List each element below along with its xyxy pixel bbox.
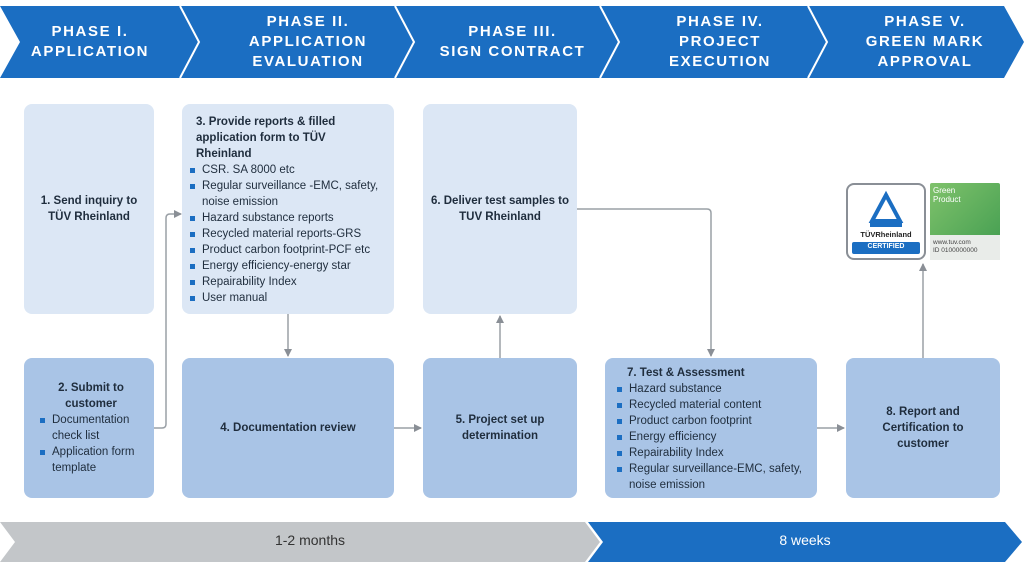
step-7-item: Regular surveillance-EMC, safety, noise … <box>615 461 809 493</box>
phase-5-label: PHASE V. GREEN MARK APPROVAL <box>830 12 1020 72</box>
step-6-title: 6. Deliver test samples to TUV Rheinland <box>430 195 570 223</box>
phase-3-line2: SIGN CONTRACT <box>439 43 586 60</box>
phase-2-line3: EVALUATION <box>252 53 364 70</box>
step-2-item: Application form template <box>38 444 144 476</box>
phase-2-line2: APPLICATION <box>248 33 368 50</box>
timeline-phase-4-5: 8 weeks <box>779 532 831 548</box>
badge-web: www.tuv.com <box>933 239 971 246</box>
step-3-item: Recycled material reports-GRS <box>188 226 386 242</box>
step-3-item: Repairability Index <box>188 274 386 290</box>
tuv-logo: TÜVRheinland CERTIFIED <box>846 183 926 260</box>
badge-green-line2: Product <box>933 195 961 204</box>
phase-5-line1: PHASE V. <box>884 13 966 30</box>
badge-green-line1: Green <box>933 186 956 195</box>
phase-5-line3: APPROVAL <box>877 53 973 70</box>
badge-certified: CERTIFIED <box>867 243 905 250</box>
step-6-box: 6. Deliver test samples to TUV Rheinland <box>423 104 577 314</box>
step-3-item: Product carbon footprint-PCF etc <box>188 242 386 258</box>
step-7-title: 7. Test & Assessment <box>627 367 745 379</box>
step-2-box: 2. Submit to customer Documentation chec… <box>24 358 154 498</box>
step-2-item: Documentation check list <box>38 412 144 444</box>
triangle-logo-icon <box>852 190 920 254</box>
phase-1-label: PHASE I. APPLICATION <box>15 22 165 62</box>
phase-4-line3: EXECUTION <box>669 53 771 70</box>
step-5-title: 5. Project set up determination <box>455 414 545 442</box>
step-7-list: Hazard substance Recycled material conte… <box>615 381 809 493</box>
phase-4-line2: PROJECT <box>678 33 762 50</box>
step-3-item: Hazard substance reports <box>188 210 386 226</box>
step-2-title: 2. Submit to customer <box>58 382 124 410</box>
phase-2-label: PHASE II. APPLICATION EVALUATION <box>213 12 403 72</box>
phase-3-label: PHASE III. SIGN CONTRACT <box>420 22 605 62</box>
badge-id: ID 0100000000 <box>933 247 978 254</box>
step-3-item: Energy efficiency-energy star <box>188 258 386 274</box>
step-8-box: 8. Report and Certification to customer <box>846 358 1000 498</box>
phase-4-label: PHASE IV. PROJECT EXECUTION <box>625 12 815 72</box>
phase-2-line1: PHASE II. <box>266 13 350 30</box>
step-2-list: Documentation check list Application for… <box>38 412 144 476</box>
green-product-label: Green Product www.tuv.com ID 0100000000 <box>930 183 1000 260</box>
badge-brand: TÜVRheinland <box>860 230 912 239</box>
step-3-item: Regular surveillance -EMC, safety, noise… <box>188 178 386 210</box>
phase-3-line1: PHASE III. <box>468 23 557 40</box>
step-3-item: User manual <box>188 290 386 306</box>
step-3-box: 3. Provide reports & filled application … <box>182 104 394 314</box>
timeline-bar <box>0 522 1022 562</box>
step-7-item: Recycled material content <box>615 397 809 413</box>
step-8-title: 8. Report and Certification to customer <box>882 406 964 450</box>
step-1-box: 1. Send inquiry to TÜV Rheinland <box>24 104 154 314</box>
step-7-box: 7. Test & Assessment Hazard substance Re… <box>605 358 817 498</box>
phase-5-line2: GREEN MARK <box>865 33 985 50</box>
step-4-title: 4. Documentation review <box>220 422 356 434</box>
step-7-item: Energy efficiency <box>615 429 809 445</box>
step-3-title: 3. Provide reports & filled application … <box>196 116 336 160</box>
phase-1-line2: APPLICATION <box>30 43 150 60</box>
step-3-list: CSR. SA 8000 etc Regular surveillance -E… <box>188 162 386 306</box>
step-5-box: 5. Project set up determination <box>423 358 577 498</box>
step-7-item: Product carbon footprint <box>615 413 809 429</box>
arrow-2-to-3 <box>154 210 182 429</box>
step-4-box: 4. Documentation review <box>182 358 394 498</box>
timeline-phase-1-3: 1-2 months <box>274 532 346 548</box>
certification-badge: TÜVRheinland CERTIFIED Green Product www… <box>846 183 1000 260</box>
phase-4-line1: PHASE IV. <box>676 13 764 30</box>
phase-banner <box>0 5 1024 79</box>
step-3-item: CSR. SA 8000 etc <box>188 162 386 178</box>
step-1-title: 1. Send inquiry to TÜV Rheinland <box>40 195 138 223</box>
step-7-item: Repairability Index <box>615 445 809 461</box>
arrow-6-to-7 <box>577 208 715 357</box>
phase-1-line1: PHASE I. <box>51 23 129 40</box>
step-7-item: Hazard substance <box>615 381 809 397</box>
